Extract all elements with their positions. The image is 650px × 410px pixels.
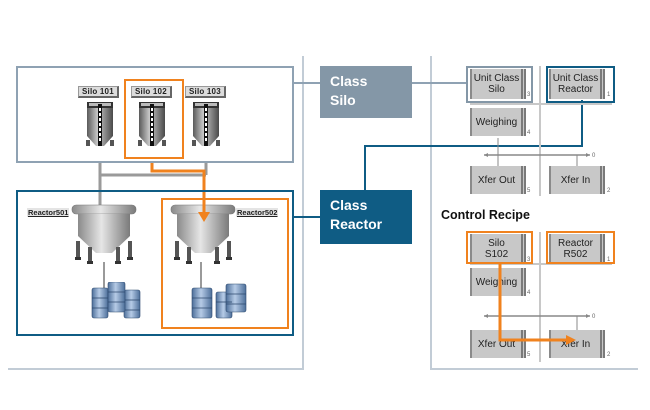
silo-102-label[interactable]: Silo 102 xyxy=(131,86,172,98)
drums-reactor-502-icon xyxy=(191,283,247,319)
class-silo-line1: Class xyxy=(330,73,368,89)
silo-103-label[interactable]: Silo 103 xyxy=(185,86,226,98)
step-number: 1 xyxy=(607,92,611,98)
reactor-502-label[interactable]: Reactor502 xyxy=(236,208,279,217)
sync-number: 0 xyxy=(592,314,596,320)
material-path-arrow xyxy=(150,157,206,218)
class-reactor-to-unit-reactor-line xyxy=(364,100,583,190)
reactor-501-icon[interactable] xyxy=(70,203,138,273)
silo-103-icon[interactable] xyxy=(192,102,220,150)
reactor-r502-frame xyxy=(546,231,615,264)
silo-101-icon[interactable] xyxy=(86,102,114,150)
right-panel-bottom-border xyxy=(430,368,638,370)
unit-class-reactor-frame xyxy=(546,66,615,103)
step-number: 2 xyxy=(607,188,611,194)
step-number: 4 xyxy=(527,290,531,296)
weighing-step[interactable]: Weighing xyxy=(470,108,526,136)
class-silo-line2: Silo xyxy=(330,92,356,108)
silo-102-icon[interactable] xyxy=(138,102,166,150)
right-panel-left-border xyxy=(430,56,432,368)
left-panel-bottom-border xyxy=(8,368,304,370)
drums-reactor-501-icon xyxy=(91,282,141,319)
step-number: 5 xyxy=(527,188,531,194)
xfer-in-step[interactable]: Xfer In xyxy=(549,166,605,194)
selected-silo-highlight xyxy=(124,79,184,159)
sync-number: 0 xyxy=(592,153,596,159)
step-number: 1 xyxy=(607,257,611,263)
unit-class-silo-frame xyxy=(466,66,533,103)
weighing-step-control[interactable]: Weighing xyxy=(470,268,526,296)
reactor-unit-group[interactable] xyxy=(16,190,294,336)
class-reactor-line2: Reactor xyxy=(330,216,383,232)
silo-s102-frame xyxy=(466,231,533,264)
selected-reactor-highlight xyxy=(161,198,289,329)
step-number: 5 xyxy=(527,352,531,358)
control-recipe-title: Control Recipe xyxy=(441,208,530,222)
xfer-in-step-control[interactable]: Xfer In xyxy=(549,330,605,358)
reactor-501-label[interactable]: Reactor501 xyxy=(27,208,70,217)
silo-101-label[interactable]: Silo 101 xyxy=(78,86,119,98)
step-number: 3 xyxy=(527,257,531,263)
class-reactor-box[interactable]: Class Reactor xyxy=(320,190,412,244)
step-number: 2 xyxy=(607,352,611,358)
class-silo-box[interactable]: Class Silo xyxy=(320,66,412,118)
xfer-out-step-control[interactable]: Xfer Out xyxy=(470,330,526,358)
step-number: 3 xyxy=(527,92,531,98)
class-reactor-line1: Class xyxy=(330,197,368,213)
xfer-out-step[interactable]: Xfer Out xyxy=(470,166,526,194)
step-number: 4 xyxy=(527,130,531,136)
left-panel-right-border xyxy=(302,56,304,368)
